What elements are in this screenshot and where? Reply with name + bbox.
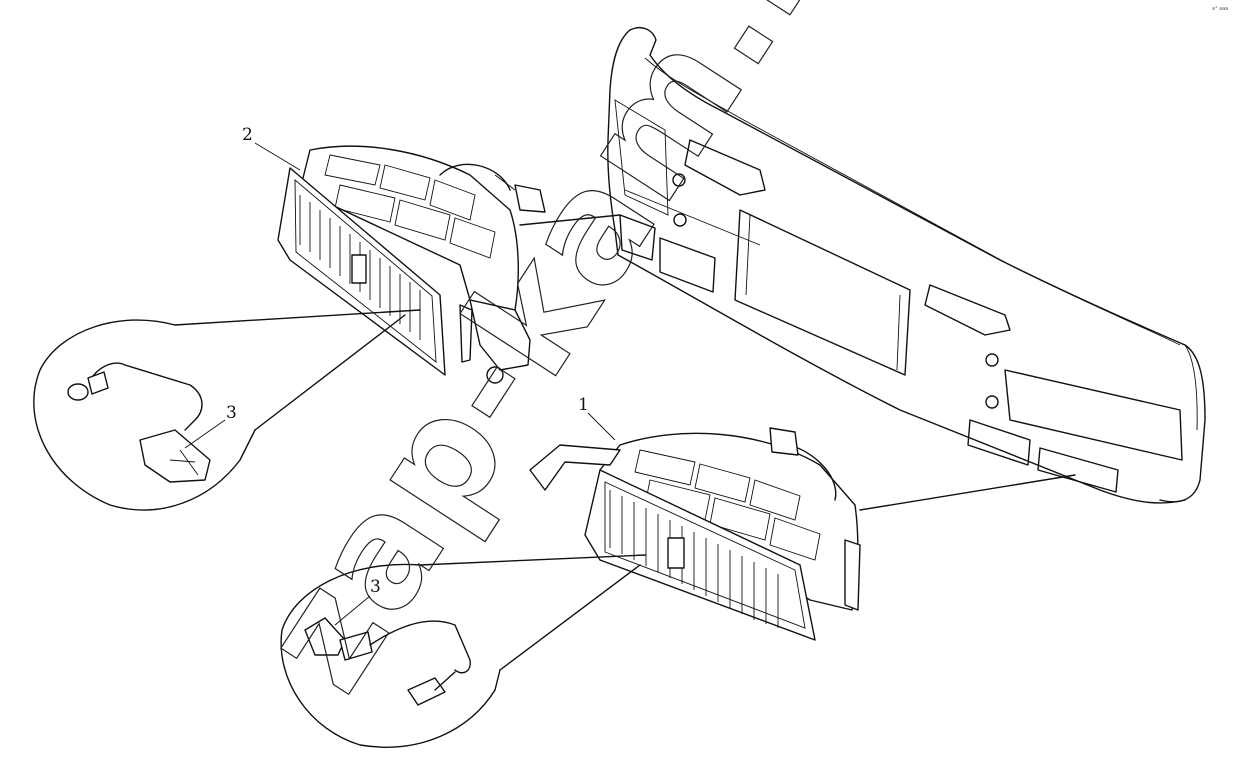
callout-3-right: 3 (370, 577, 381, 597)
callout-3-left: 3 (226, 403, 237, 423)
callout-2: 2 (242, 125, 253, 145)
fog-lamp-right (529, 427, 1076, 641)
callout-labels: 2 1 3 3 (184, 125, 616, 626)
fog-lamp-left (277, 145, 621, 384)
front-bumper (607, 27, 1206, 504)
corner-mark: a° aaa (1212, 6, 1228, 12)
bulb-detail-left (33, 309, 421, 511)
bulb-detail-right (280, 554, 646, 748)
callout-1: 1 (578, 395, 589, 415)
watermark-text: zap-kam.ru (229, 0, 916, 720)
